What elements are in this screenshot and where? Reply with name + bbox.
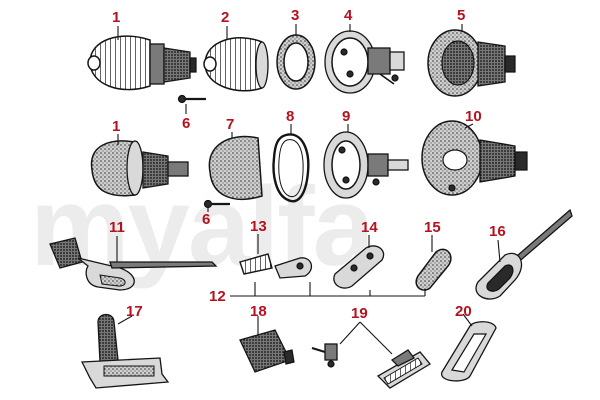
- label-18: 18: [250, 303, 267, 320]
- part-11-side-indicator: [49, 237, 218, 291]
- label-20: 20: [455, 303, 472, 320]
- part-18-ribbed-sleeve: [239, 329, 295, 373]
- part-8-rubber-ring: [272, 133, 310, 203]
- label-10: 10: [465, 108, 482, 125]
- part-20-trim-frame: [441, 321, 497, 382]
- part-7-lens-dome: [208, 135, 263, 201]
- part-17-side-repeater: [80, 313, 170, 389]
- label-14: 14: [361, 219, 378, 236]
- part-6-screw-lower: [203, 199, 230, 209]
- label-12: 12: [209, 288, 226, 305]
- label-9: 9: [342, 108, 350, 125]
- part-19-socket-lamp: [311, 343, 431, 389]
- part-9-lamp-housing: [323, 131, 409, 199]
- part-13-socket: [239, 253, 313, 279]
- label-4: 4: [344, 7, 353, 24]
- label-15: 15: [424, 219, 441, 236]
- part-15-lens: [415, 248, 452, 291]
- label-6-lower: 6: [202, 211, 210, 228]
- part-5-stippled-housing: [427, 29, 516, 97]
- leader-lines: [116, 24, 501, 355]
- label-3: 3: [291, 7, 299, 24]
- label-13: 13: [250, 218, 267, 235]
- label-7: 7: [226, 116, 234, 133]
- label-11: 11: [109, 219, 125, 236]
- part-3-gasket-ring: [276, 34, 316, 90]
- part-1-dotted-lamp: [90, 140, 189, 197]
- part-2-ribbed-lens: [203, 37, 269, 92]
- assembly-bracket-12: [230, 282, 426, 297]
- label-16: 16: [489, 223, 506, 240]
- part-labels: 1 2 3 4 5 1 6 7 8 9 10 6 11 13 14 15 16 …: [109, 7, 506, 322]
- label-1-top: 1: [112, 9, 120, 26]
- part-6-screw-upper: [177, 94, 206, 104]
- label-17: 17: [126, 303, 143, 320]
- part-10-housing-sleeve: [421, 120, 528, 196]
- label-2: 2: [221, 9, 229, 26]
- label-19: 19: [351, 305, 368, 322]
- part-16-rail-lamp: [475, 208, 573, 300]
- part-14-bracket-plate: [333, 245, 385, 289]
- part-4-lamp-body: [324, 30, 405, 94]
- part-1-ribbed-lamp: [87, 35, 197, 91]
- label-6-upper: 6: [182, 115, 190, 132]
- label-1-middle: 1: [112, 118, 120, 135]
- label-5: 5: [457, 7, 465, 24]
- label-8: 8: [286, 108, 294, 125]
